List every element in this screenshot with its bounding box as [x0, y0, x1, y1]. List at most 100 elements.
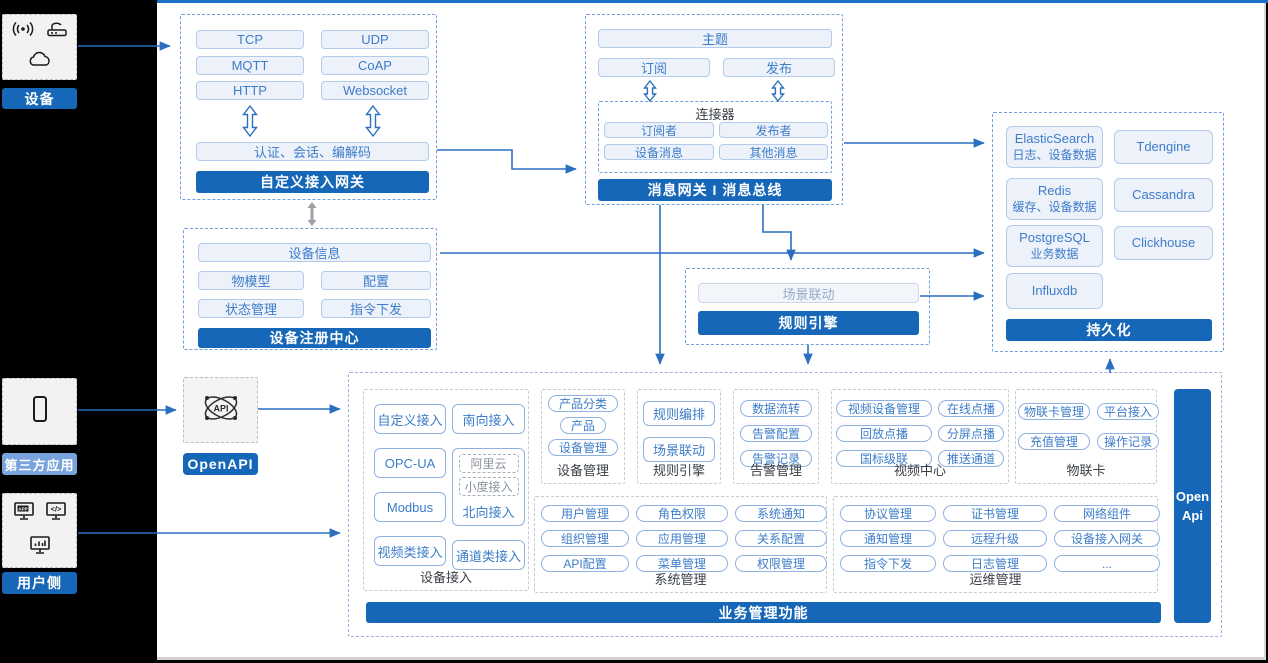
feature-pill: 角色权限 [636, 505, 728, 522]
feature-box: 场景联动 [643, 437, 715, 462]
feature-pill: 回放点播 [836, 425, 932, 442]
radio-signal-icon [11, 21, 35, 42]
db-pill: Cassandra [1114, 178, 1213, 212]
feature-pill: 视频设备管理 [836, 400, 932, 417]
feature-pill: 充值管理 [1018, 433, 1090, 450]
section-label: 系统管理 [654, 572, 707, 587]
feature-pill: 数据流转 [740, 400, 812, 417]
section-label: 运维管理 [969, 572, 1022, 587]
north-access-label: 北向接入 [462, 505, 515, 520]
feature-pill: 平台接入 [1097, 403, 1159, 420]
db-pill: Redis 缓存、设备数据 [1006, 178, 1103, 220]
user-side-label: 用户侧 [2, 572, 77, 594]
section-system: 用户管理 角色权限 系统通知 组织管理 应用管理 关系配置 API配置 菜单管理… [534, 496, 827, 593]
section-label: 告警管理 [749, 463, 802, 478]
db-pill: Tdengine [1114, 130, 1213, 164]
auth-session-codec-pill: 认证、会话、编解码 [196, 142, 429, 161]
protocol-pill: Websocket [321, 81, 429, 100]
section-alarm: 数据流转 告警配置 告警记录 告警管理 [733, 389, 819, 484]
topic-pill: 主题 [598, 29, 832, 48]
section-label: 设备管理 [556, 463, 609, 478]
feature-pill: 系统通知 [735, 505, 827, 522]
feature-pill: 产品分类 [547, 395, 618, 412]
registry-pill: 配置 [321, 271, 431, 290]
app-window-icon: APP [13, 501, 35, 526]
protocol-pill: HTTP [196, 81, 304, 100]
registry-pill: 状态管理 [198, 299, 304, 318]
chart-window-icon [29, 535, 51, 560]
section-ops: 协议管理 证书管理 网络组件 通知管理 远程升级 设备接入网关 指令下发 日志管… [833, 496, 1160, 593]
feature-pill: 权限管理 [735, 555, 827, 572]
protocol-pill: MQTT [196, 56, 304, 75]
section-label: 物联卡 [1066, 463, 1106, 478]
feature-pill: ... [1054, 555, 1160, 572]
device-registry-box: 设备信息 物模型 配置 状态管理 指令下发 设备注册中心 [183, 228, 437, 350]
connector-pill: 设备消息 [604, 144, 714, 160]
connector-pill: 订阅者 [604, 122, 714, 138]
feature-pill: 推送通道 [938, 450, 1004, 467]
openapi-atom-icon: API [199, 389, 243, 432]
db-pill: PostgreSQL 业务数据 [1006, 225, 1103, 267]
feature-pill: 日志管理 [943, 555, 1047, 572]
protocol-pill: CoAP [321, 56, 429, 75]
north-dashed-pill: 阿里云 [458, 454, 519, 473]
feature-pill: 用户管理 [541, 505, 629, 522]
persistence-box: ElasticSearch 日志、设备数据 Tdengine Redis 缓存、… [992, 112, 1224, 352]
protocol-pill: TCP [196, 30, 304, 49]
db-pill: Influxdb [1006, 273, 1103, 309]
connector-box: 连接器 订阅者 发布者 设备消息 其他消息 [598, 101, 832, 173]
feature-pill: 通知管理 [840, 530, 936, 547]
access-box: 视频类接入 [374, 536, 446, 566]
db-pill: ElasticSearch 日志、设备数据 [1006, 126, 1103, 168]
smartphone-icon [32, 395, 48, 428]
open-api-bar: Open Api [1174, 389, 1211, 623]
third-party-source-box [2, 378, 77, 445]
feature-pill: 产品 [559, 417, 606, 434]
device-registry-banner: 设备注册中心 [198, 328, 431, 348]
openapi-node-box: API [183, 377, 258, 443]
feature-pill: 分屏点播 [938, 425, 1004, 442]
feature-pill: 应用管理 [636, 530, 728, 547]
feature-pill: 指令下发 [840, 555, 936, 572]
connector-title: 连接器 [695, 107, 735, 122]
connector-pill: 其他消息 [719, 144, 828, 160]
connector-pill: 发布者 [719, 122, 828, 138]
third-party-label: 第三方应用 [2, 453, 77, 475]
feature-pill: 国标级联 [836, 450, 932, 467]
message-bus-banner: 消息网关 I 消息总线 [598, 179, 832, 201]
feature-pill: 组织管理 [541, 530, 629, 547]
svg-text:</>: </> [50, 504, 61, 513]
section-iot-card: 物联卡管理 平台接入 充值管理 操作记录 物联卡 [1015, 389, 1159, 484]
svg-text:APP: APP [18, 506, 27, 511]
custom-gateway-banner: 自定义接入网关 [196, 171, 429, 193]
registry-pill: 物模型 [198, 271, 304, 290]
feature-pill: 证书管理 [943, 505, 1047, 522]
feature-pill: 协议管理 [840, 505, 936, 522]
device-label: 设备 [2, 88, 77, 109]
device-info-pill: 设备信息 [198, 243, 431, 262]
svg-text:API: API [213, 403, 228, 413]
north-dashed-pill: 小度接入 [458, 477, 519, 496]
business-banner: 业务管理功能 [366, 602, 1161, 623]
feature-pill: 网络组件 [1054, 505, 1160, 522]
top-accent-bar [157, 0, 1268, 3]
protocol-pill: UDP [321, 30, 429, 49]
access-box: 南向接入 [452, 404, 525, 434]
north-access-box: 阿里云 小度接入 北向接入 [452, 448, 525, 526]
section-rule-engine: 规则编排 场景联动 规则引擎 [637, 389, 721, 484]
feature-pill: 关系配置 [735, 530, 827, 547]
registry-pill: 指令下发 [321, 299, 431, 318]
feature-pill: 设备接入网关 [1054, 530, 1160, 547]
publish-pill: 发布 [723, 58, 835, 77]
section-label: 视频中心 [893, 463, 946, 478]
access-box: 自定义接入 [374, 404, 446, 434]
business-box: 自定义接入 OPC-UA Modbus 视频类接入 南向接入 阿里云 小度接入 … [348, 372, 1222, 637]
feature-pill: API配置 [541, 555, 629, 572]
custom-gateway-box: TCP UDP MQTT CoAP HTTP Websocket 认证、会话、编… [180, 14, 437, 200]
feature-pill: 物联卡管理 [1018, 403, 1090, 420]
section-label: 规则引擎 [652, 463, 705, 478]
feature-pill: 设备管理 [547, 439, 618, 456]
rule-engine-box: 场景联动 规则引擎 [685, 268, 930, 345]
section-video: 视频设备管理 在线点播 回放点播 分屏点播 国标级联 推送通道 视频中心 [831, 389, 1009, 484]
access-box: 通道类接入 [452, 540, 525, 570]
